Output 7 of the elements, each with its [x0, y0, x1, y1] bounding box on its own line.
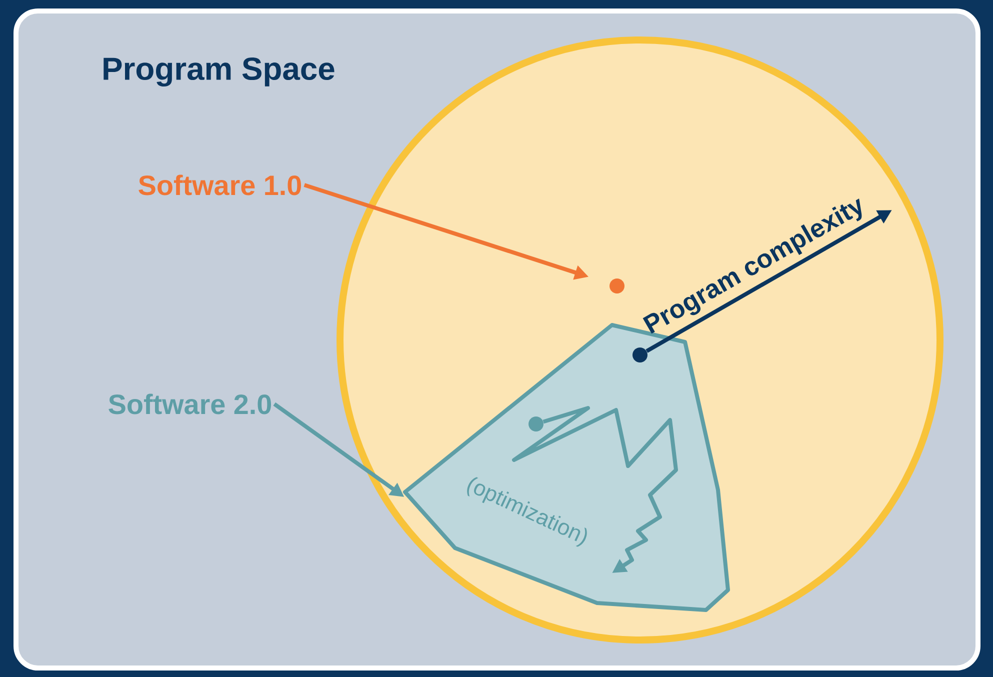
- title: Program Space: [104, 58, 334, 86]
- arrow: [512, 406, 678, 573]
- dot: [632, 348, 648, 362]
- node-label: Software 1.0: [138, 174, 301, 196]
- dot: [528, 416, 544, 432]
- dot: [610, 278, 624, 294]
- node-label: Software 2.0: [108, 394, 271, 414]
